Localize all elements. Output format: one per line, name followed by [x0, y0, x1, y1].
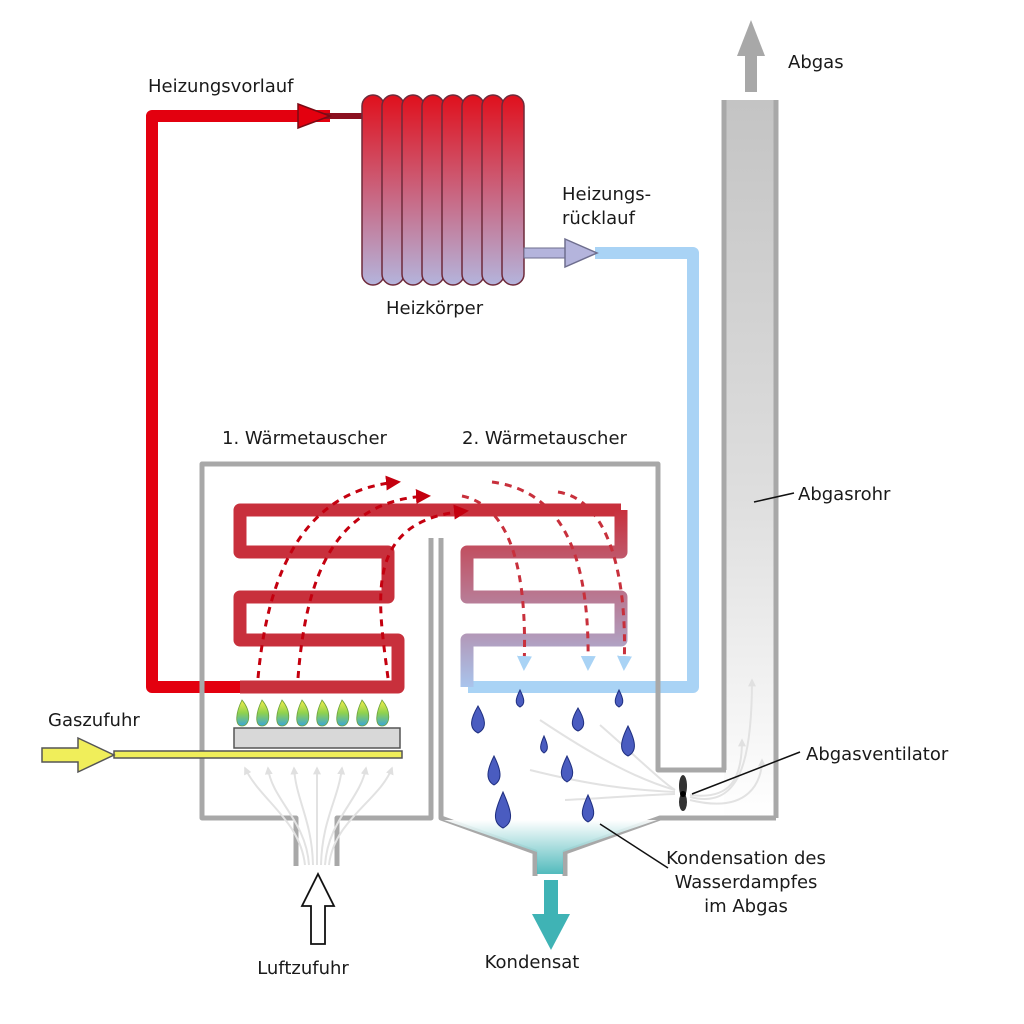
label-waermetauscher-1: 1. Wärmetauscher [222, 428, 388, 449]
label-kondensat: Kondensat [485, 952, 580, 973]
label-kondensation-2: Wasserdampfes [675, 872, 818, 893]
radiator [361, 94, 525, 286]
condensate-drain-arrow [532, 880, 570, 950]
burner [233, 727, 401, 749]
gas-supply-line [113, 750, 403, 759]
label-waermetauscher-2: 2. Wärmetauscher [462, 428, 628, 449]
label-abgas: Abgas [788, 52, 844, 73]
label-heizungsruecklauf-2: rücklauf [562, 208, 636, 229]
flue-gas-flow-hot [256, 475, 469, 679]
label-kondensation-3: im Abgas [704, 896, 788, 917]
exhaust-up-arrow [737, 20, 765, 92]
return-pipe [468, 247, 699, 693]
kondensation-leader [599, 823, 669, 869]
leader-lines [599, 492, 801, 869]
abgasventilator-leader [691, 751, 801, 795]
label-heizkoerper: Heizkörper [386, 298, 484, 319]
label-abgasrohr: Abgasrohr [798, 484, 891, 505]
label-kondensation-1: Kondensation des [666, 848, 826, 869]
burner-flames [236, 699, 390, 727]
label-heizungsvorlauf: Heizungsvorlauf [148, 76, 294, 97]
flow-arrow [297, 102, 365, 130]
exhaust-fan [679, 775, 687, 811]
condensation-droplets [471, 688, 635, 829]
return-arrow [523, 237, 599, 269]
heat-exchanger-1-coil [233, 503, 621, 694]
gas-supply-arrow [41, 736, 116, 774]
condensate-basin [444, 820, 657, 874]
heat-exchanger-2-coil [460, 510, 628, 687]
label-luftzufuhr: Luftzufuhr [257, 958, 349, 979]
label-abgasventilator: Abgasventilator [806, 744, 949, 765]
air-intake-arrow [300, 871, 336, 945]
label-gaszufuhr: Gaszufuhr [48, 710, 140, 731]
label-heizungsruecklauf-1: Heizungs- [562, 184, 651, 205]
air-intake-streams [244, 766, 394, 866]
flue-gas-flow-cool [461, 480, 633, 671]
exhaust-pipe [721, 100, 779, 818]
abgasrohr-leader [753, 492, 795, 503]
